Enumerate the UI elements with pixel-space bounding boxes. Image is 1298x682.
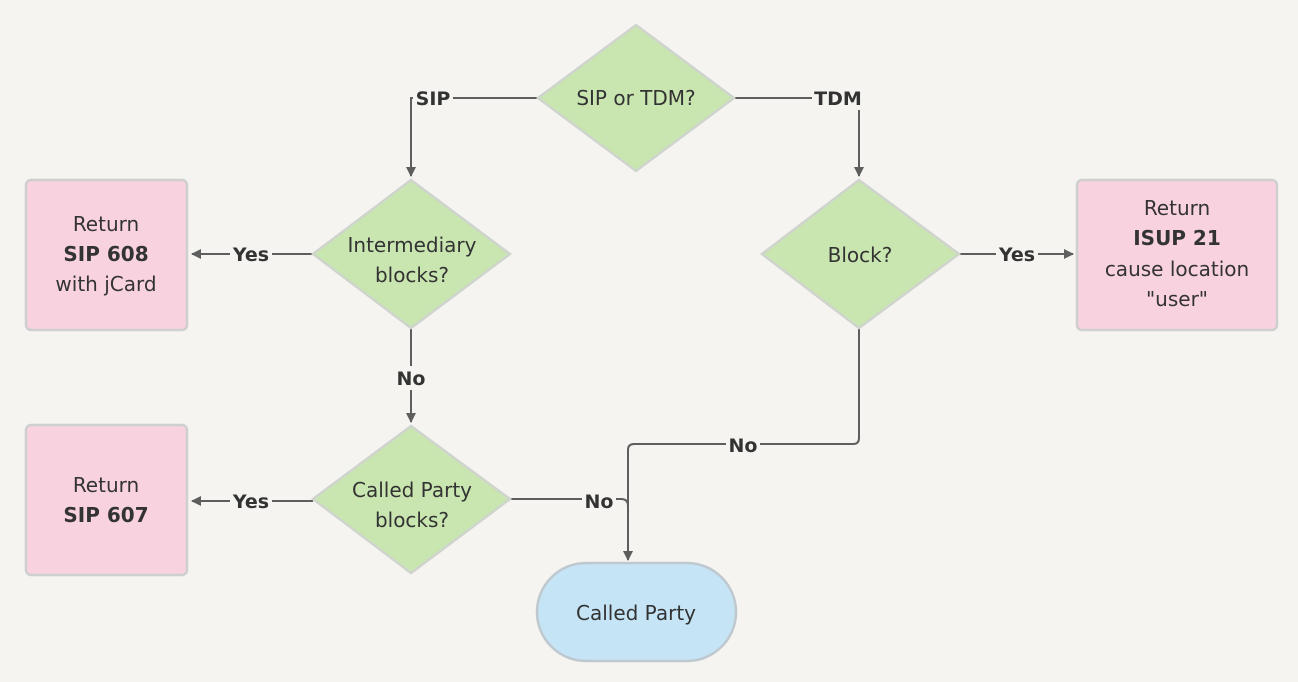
decision-called-party-line2: blocks? [375,508,449,532]
edge-label-yes-isup: Yes [998,244,1035,266]
return-607-line2: SIP 607 [63,503,148,527]
decision-called-party-blocks: Called Party blocks? [310,424,513,575]
return-608-line1: Return [73,212,139,236]
return-isup-line2: ISUP 21 [1133,226,1221,250]
return-608-line2: SIP 608 [63,242,148,266]
return-isup-line3: cause location [1105,257,1249,281]
return-isup-line1: Return [1144,196,1210,220]
return-608-line3: with jCard [55,272,156,296]
decision-intermediary-line1: Intermediary [348,233,477,257]
result-return-sip-608: Return SIP 608 with jCard [24,178,189,332]
edge-label-no-block: No [729,435,758,457]
result-return-sip-607: Return SIP 607 [24,423,189,577]
edge-label-sip: SIP [416,88,451,110]
edge-sip [406,97,538,177]
edge-label-yes-608: Yes [232,244,269,266]
decision-called-party-line1: Called Party [352,478,472,502]
edge-label-no-called-party: No [585,491,614,513]
decision-sip-or-tdm-label: SIP or TDM? [576,86,695,110]
return-isup-line4: "user" [1146,287,1208,311]
decision-block-label: Block? [828,243,893,267]
decision-sip-or-tdm: SIP or TDM? [535,23,737,173]
decision-intermediary-blocks: Intermediary blocks? [310,178,513,330]
edge-label-no-intermediary: No [397,368,426,390]
edge-labels: SIP TDM Yes No Yes No Yes No [230,86,1038,513]
decision-intermediary-line2: blocks? [375,263,449,287]
return-607-line1: Return [73,473,139,497]
edge-label-yes-607: Yes [232,491,269,513]
terminal-called-party: Called Party [535,561,738,663]
decision-block: Block? [759,178,962,330]
edge-no-block [627,328,860,506]
edge-label-tdm: TDM [814,88,862,110]
result-return-isup-21: Return ISUP 21 cause location "user" [1075,178,1279,332]
terminal-called-party-label: Called Party [576,601,696,625]
